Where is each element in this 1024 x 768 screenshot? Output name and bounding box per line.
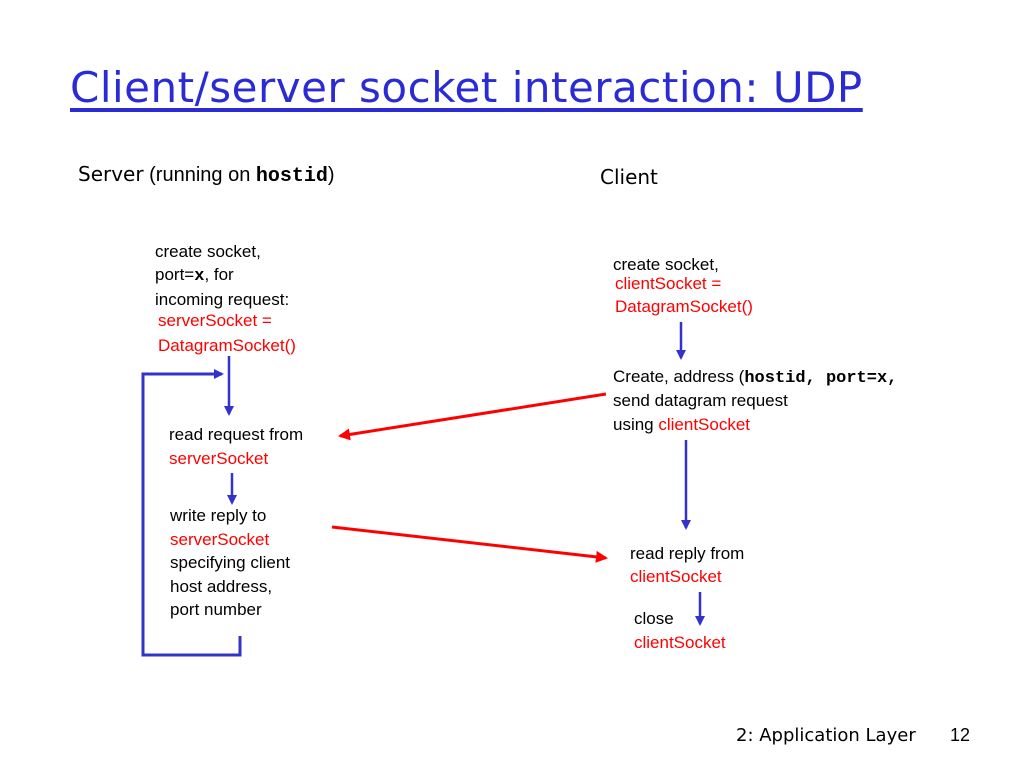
server-read-line1: read request from xyxy=(169,425,304,444)
server-create-line3: incoming request: xyxy=(155,290,290,309)
request-message-arrow xyxy=(338,392,607,441)
reply-message-arrow xyxy=(331,525,608,563)
client-heading: Client xyxy=(600,165,658,189)
client-send-line3: using clientSocket xyxy=(613,413,750,436)
client-read-line1: read reply from xyxy=(630,544,745,563)
server-read-line2: serverSocket xyxy=(169,449,269,468)
server-create-line4: serverSocket = xyxy=(158,311,272,330)
client-close-line2: clientSocket xyxy=(634,633,726,652)
client-create-line3: DatagramSocket() xyxy=(615,297,753,316)
client-send-line1: Create, address (hostid, port=x, xyxy=(613,365,897,390)
server-port-prefix: port= xyxy=(155,265,195,284)
page-number: 12 xyxy=(950,725,971,745)
server-write-line4: host address, xyxy=(170,577,273,596)
server-heading-running: (running on xyxy=(143,164,256,186)
slide-title: Client/server socket interaction: UDP xyxy=(70,63,863,112)
server-create-line1: create socket, xyxy=(155,242,261,261)
client-send-code: hostid, port=x, xyxy=(744,369,898,388)
client-send-line2: send datagram request xyxy=(613,391,788,410)
client-send-socket: clientSocket xyxy=(658,415,751,434)
server-write-line1: write reply to xyxy=(170,506,267,525)
server-heading-suffix: ) xyxy=(327,164,335,186)
footer-label: 2: Application Layer xyxy=(736,725,916,746)
server-port-suffix: , for xyxy=(204,265,234,284)
client-create-line1: create socket, xyxy=(613,255,719,274)
client-send-using: using xyxy=(613,415,659,434)
server-create-line5: DatagramSocket() xyxy=(158,336,296,355)
server-heading-host: hostid xyxy=(255,165,328,188)
server-heading-label: Server xyxy=(78,162,144,186)
server-write-line3: specifying client xyxy=(170,553,291,572)
server-heading: Server (running on hostid) xyxy=(78,160,335,191)
client-create-line2: clientSocket = xyxy=(615,274,722,293)
client-close-line1: close xyxy=(634,609,674,628)
server-write-line5: port number xyxy=(170,600,262,619)
server-write-line2: serverSocket xyxy=(170,530,270,549)
server-loop-arrow xyxy=(141,369,242,657)
server-create-line2: port=x, for xyxy=(155,263,234,288)
client-read-line2: clientSocket xyxy=(630,567,722,586)
server-port-value: x xyxy=(194,267,205,286)
client-send-prefix: Create, address ( xyxy=(613,367,745,386)
